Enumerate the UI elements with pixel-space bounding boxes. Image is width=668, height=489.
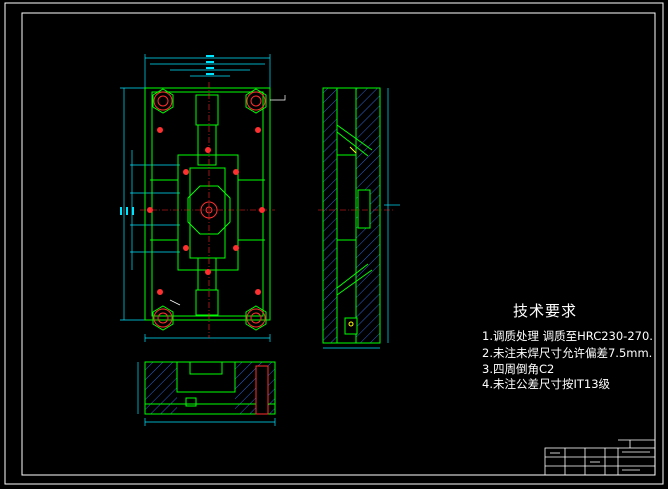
section-dimensions [323, 88, 400, 349]
lower-outline [144, 361, 276, 415]
plan-leaders [169, 95, 286, 306]
drawing-border [4, 2, 664, 485]
plan-view [120, 54, 286, 342]
lower-hatch-left [145, 362, 177, 414]
section-outline [322, 87, 381, 344]
lower-section-view [137, 361, 276, 426]
plan-center-lines [140, 82, 275, 338]
requirement-item-3: 3.四周倒角C2 [482, 362, 555, 376]
lower-dimensions [137, 362, 276, 426]
section-hatch-left [322, 87, 338, 344]
plan-plate-outline [144, 87, 271, 321]
requirement-item-2: 2.未注未焊尺寸允许偏差7.5mm. [482, 346, 653, 360]
bolt-hex-heads [152, 88, 267, 331]
plan-dimensions [120, 54, 271, 342]
requirement-item-4: 4.未注公差尺寸按IT13级 [482, 377, 611, 391]
lower-hatch-right [235, 362, 275, 414]
side-section-view [318, 87, 400, 349]
section-details [348, 146, 357, 327]
title-block [544, 439, 656, 476]
technical-requirements-title: 技术要求 [513, 302, 578, 320]
requirement-item-1: 1.调质处理 调质至HRC230-270. [482, 329, 653, 343]
corner-bolts [153, 91, 266, 328]
plan-dimension-labels [120, 55, 214, 215]
